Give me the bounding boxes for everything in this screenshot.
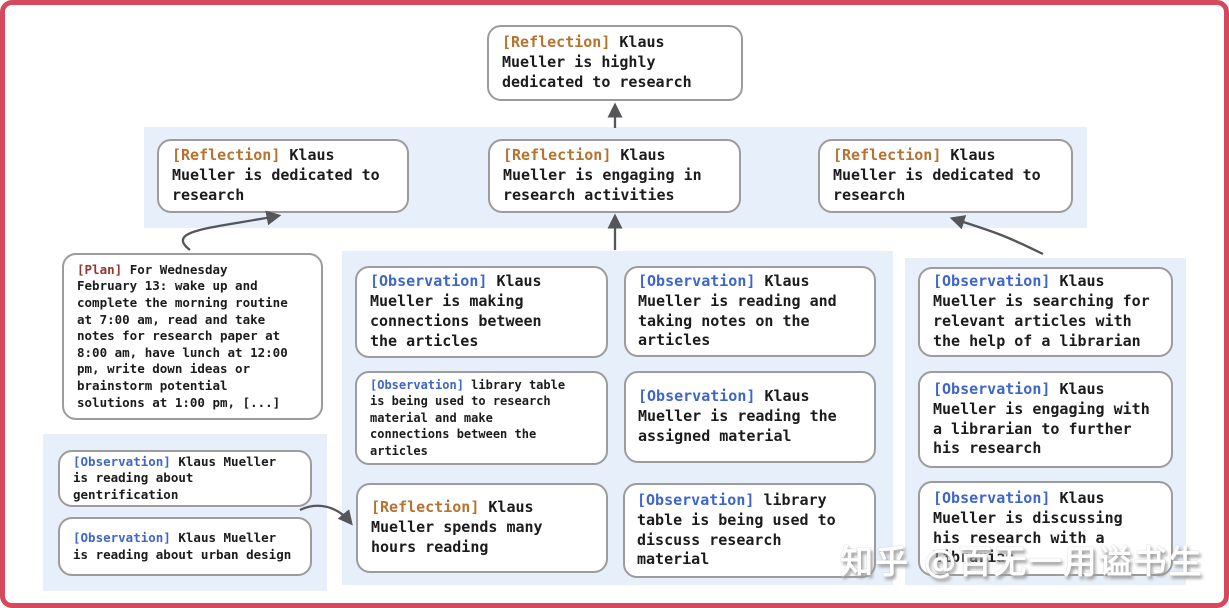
reflection-tag: [Reflection] <box>502 33 611 52</box>
observation-node-assigned-material: [Observation] Klaus Mueller is reading t… <box>624 371 876 463</box>
reflection-node-left: [Reflection] Klaus Mueller is dedicated … <box>157 139 409 213</box>
observation-tag: [Observation] <box>73 453 171 469</box>
observation-node-gentrification: [Observation] Klaus Mueller is reading a… <box>58 450 312 507</box>
reflection-node-hours-reading: [Reflection] Klaus Mueller spends many h… <box>356 483 608 573</box>
reflection-tag: [Reflection] <box>503 146 612 165</box>
node-text: Klaus Mueller is dedicated to research <box>833 146 1041 204</box>
reflection-node-right: [Reflection] Klaus Mueller is dedicated … <box>818 139 1073 213</box>
plan-node: [Plan] For Wednesday February 13: wake u… <box>62 253 323 420</box>
node-text: Klaus Mueller is reading about urban des… <box>73 529 292 562</box>
observation-tag: [Observation] <box>370 377 464 392</box>
node-text: Klaus Mueller is engaging with a librari… <box>933 379 1150 458</box>
node-text: Klaus Mueller is searching for relevant … <box>933 272 1150 350</box>
observation-node-discussing-librarian: [Observation] Klaus Mueller is discussin… <box>918 481 1173 576</box>
node-text: library table is being used to discuss r… <box>637 490 836 569</box>
observation-node-library-research: [Observation] library table is being use… <box>355 371 608 465</box>
reflection-node-center: [Reflection] Klaus Mueller is engaging i… <box>488 139 741 213</box>
node-text: Klaus Mueller spends many hours reading <box>371 498 543 556</box>
node-text: Klaus Mueller is reading and taking note… <box>638 271 837 350</box>
node-text: Klaus Mueller is highly dedicated to res… <box>502 33 692 91</box>
node-text: Klaus Mueller is making connections betw… <box>370 272 542 350</box>
reflection-tag: [Reflection] <box>371 498 480 517</box>
observation-tag: [Observation] <box>638 387 756 406</box>
observation-node-urban-design: [Observation] Klaus Mueller is reading a… <box>58 517 312 576</box>
observation-node-searching-articles: [Observation] Klaus Mueller is searching… <box>918 267 1173 357</box>
observation-node-taking-notes: [Observation] Klaus Mueller is reading a… <box>624 266 876 357</box>
node-text: Klaus Mueller is discussing his research… <box>933 488 1123 567</box>
observation-tag: [Observation] <box>637 490 755 509</box>
node-text: Klaus Mueller is reading about gentrific… <box>73 453 277 502</box>
reflection-node-root: [Reflection] Klaus Mueller is highly ded… <box>487 25 743 101</box>
node-text: Klaus Mueller is dedicated to research <box>172 146 380 204</box>
node-text: library table is being used to research … <box>370 377 566 458</box>
node-text: Klaus Mueller is engaging in research ac… <box>503 146 702 204</box>
observation-tag: [Observation] <box>933 272 1051 291</box>
observation-tag: [Observation] <box>73 529 171 545</box>
observation-tag: [Observation] <box>370 272 488 291</box>
observation-node-library-discuss: [Observation] library table is being use… <box>623 483 876 578</box>
observation-node-making-connections: [Observation] Klaus Mueller is making co… <box>355 266 608 358</box>
observation-tag: [Observation] <box>638 271 756 290</box>
observation-node-engaging-librarian: [Observation] Klaus Mueller is engaging … <box>918 371 1173 468</box>
node-text: For Wednesday February 13: wake up and c… <box>77 261 288 410</box>
node-text: Klaus Mueller is reading the assigned ma… <box>638 387 837 445</box>
observation-tag: [Observation] <box>933 379 1051 398</box>
watermark: 知乎 @百无一用谥书生 <box>840 542 1204 581</box>
plan-tag: [Plan] <box>77 261 123 277</box>
reflection-tag: [Reflection] <box>833 146 942 165</box>
reflection-tag: [Reflection] <box>172 146 281 165</box>
observation-tag: [Observation] <box>933 488 1051 507</box>
